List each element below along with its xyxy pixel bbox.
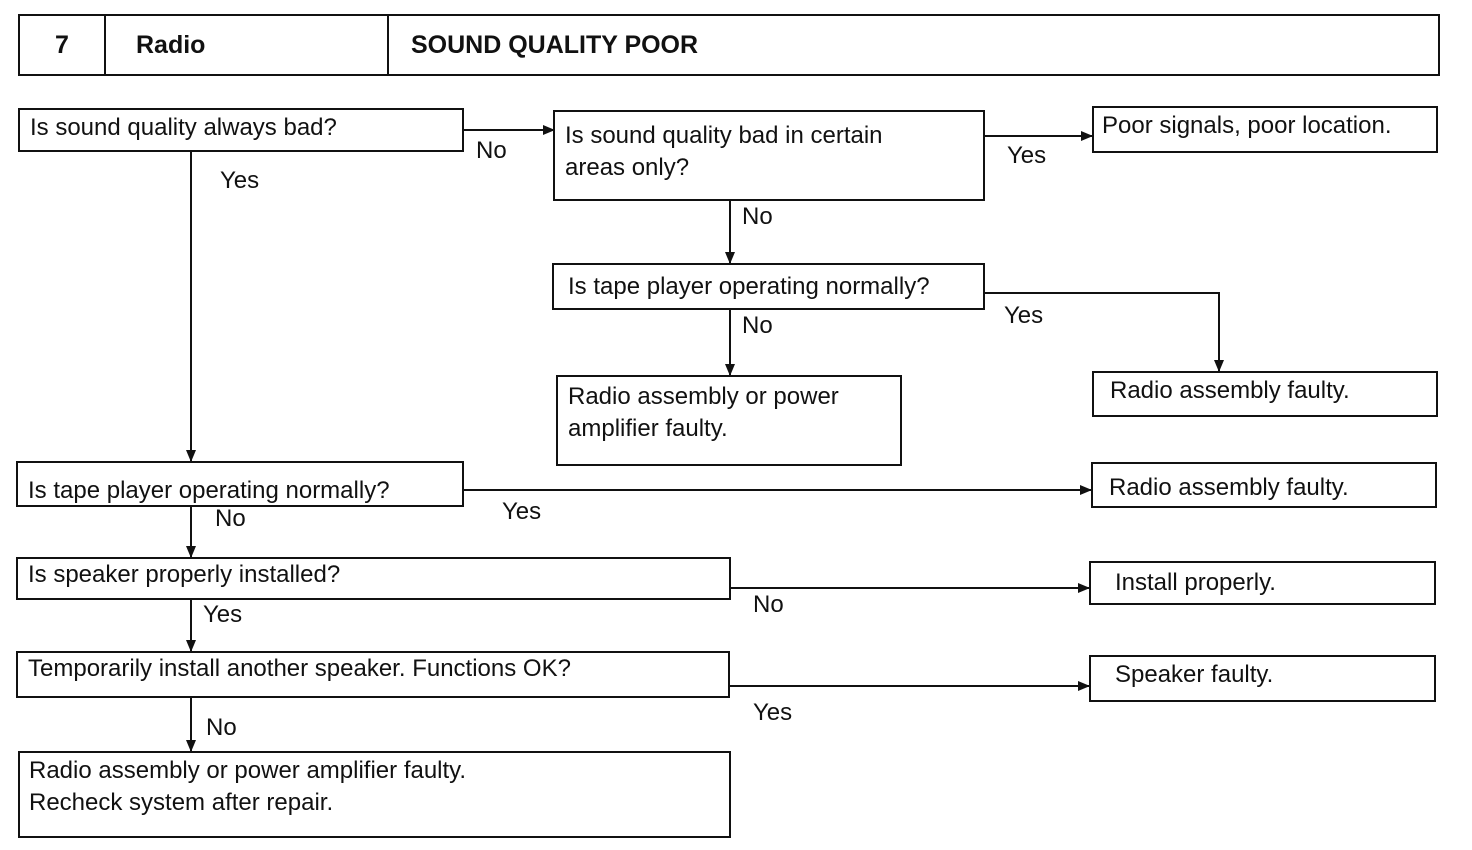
- header-bar: 7 Radio SOUND QUALITY POOR: [18, 14, 1440, 76]
- label-certain-areas-yes: Yes: [1007, 142, 1047, 169]
- label-tape-upper-no: No: [742, 312, 773, 339]
- label-another-speaker-no: No: [206, 714, 237, 741]
- result-poor-signals: Poor signals, poor location.: [1092, 106, 1438, 153]
- result-radio-faulty-upper: Radio assembly faulty.: [1092, 371, 1438, 417]
- label-tape-lower-yes: Yes: [502, 498, 542, 525]
- section-number: 7: [20, 16, 106, 74]
- label-always-bad-yes: Yes: [220, 167, 260, 194]
- label-another-speaker-yes: Yes: [753, 699, 793, 726]
- question-speaker-installed: Is speaker properly installed?: [16, 557, 731, 600]
- label-certain-areas-no: No: [742, 203, 773, 230]
- question-tape-lower: Is tape player operating normally?: [16, 461, 464, 507]
- result-install-properly: Install properly.: [1089, 561, 1436, 605]
- question-another-speaker: Temporarily install another speaker. Fun…: [16, 651, 730, 698]
- system-name: Radio: [106, 16, 389, 74]
- result-radio-or-amp: Radio assembly or power amplifier faulty…: [556, 375, 902, 466]
- label-always-bad-no: No: [476, 137, 507, 164]
- question-always-bad: Is sound quality always bad?: [18, 108, 464, 152]
- question-tape-upper: Is tape player operating normally?: [552, 263, 985, 310]
- label-speaker-installed-yes: Yes: [203, 601, 243, 628]
- page-title: SOUND QUALITY POOR: [411, 30, 699, 59]
- question-certain-areas: Is sound quality bad in certain areas on…: [553, 110, 985, 201]
- edge-tape-upper-yes: [984, 292, 1224, 372]
- result-final: Radio assembly or power amplifier faulty…: [18, 751, 731, 838]
- label-tape-upper-yes: Yes: [1004, 302, 1044, 329]
- label-tape-lower-no: No: [215, 505, 246, 532]
- label-speaker-installed-no: No: [753, 591, 784, 618]
- result-speaker-faulty: Speaker faulty.: [1089, 655, 1436, 702]
- result-radio-faulty-lower: Radio assembly faulty.: [1091, 462, 1437, 508]
